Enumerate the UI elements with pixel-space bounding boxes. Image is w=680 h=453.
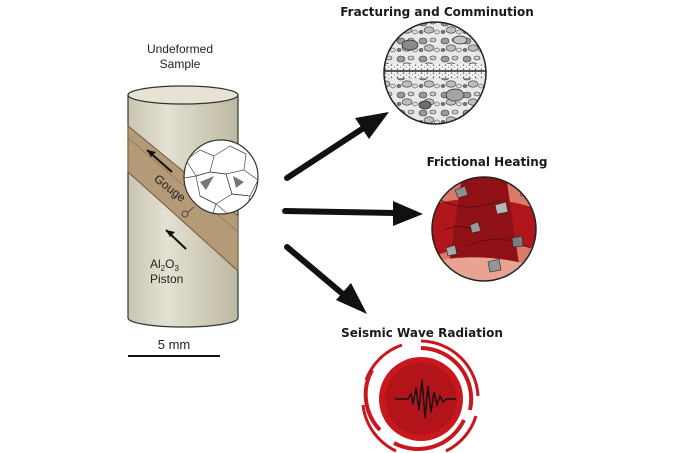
seismic-illustration [361,339,480,453]
piston-chem-label: Al2O3 [150,257,179,273]
shear-arrow-lower [165,229,187,250]
process-label-fracturing: Fracturing and Comminution [340,5,533,19]
process-label-seismic: Seismic Wave Radiation [341,326,503,340]
arrow-to-fracturing [284,112,389,181]
shear-arrow-upper [146,149,173,173]
seismogram-trace [395,379,456,419]
piston-label: Piston [150,272,183,286]
fracturing-illustration [383,21,487,125]
arrow-to-heating [282,201,423,226]
sample-title-line1: Undeformed [147,42,213,56]
sample-title-line2: Sample [160,57,201,71]
gouge-zoom-inset [181,139,259,218]
scale-bar-label: 5 mm [158,337,191,352]
process-label-heating: Frictional Heating [427,155,548,169]
heating-illustration [431,176,537,282]
arrow-to-seismic [284,244,367,314]
